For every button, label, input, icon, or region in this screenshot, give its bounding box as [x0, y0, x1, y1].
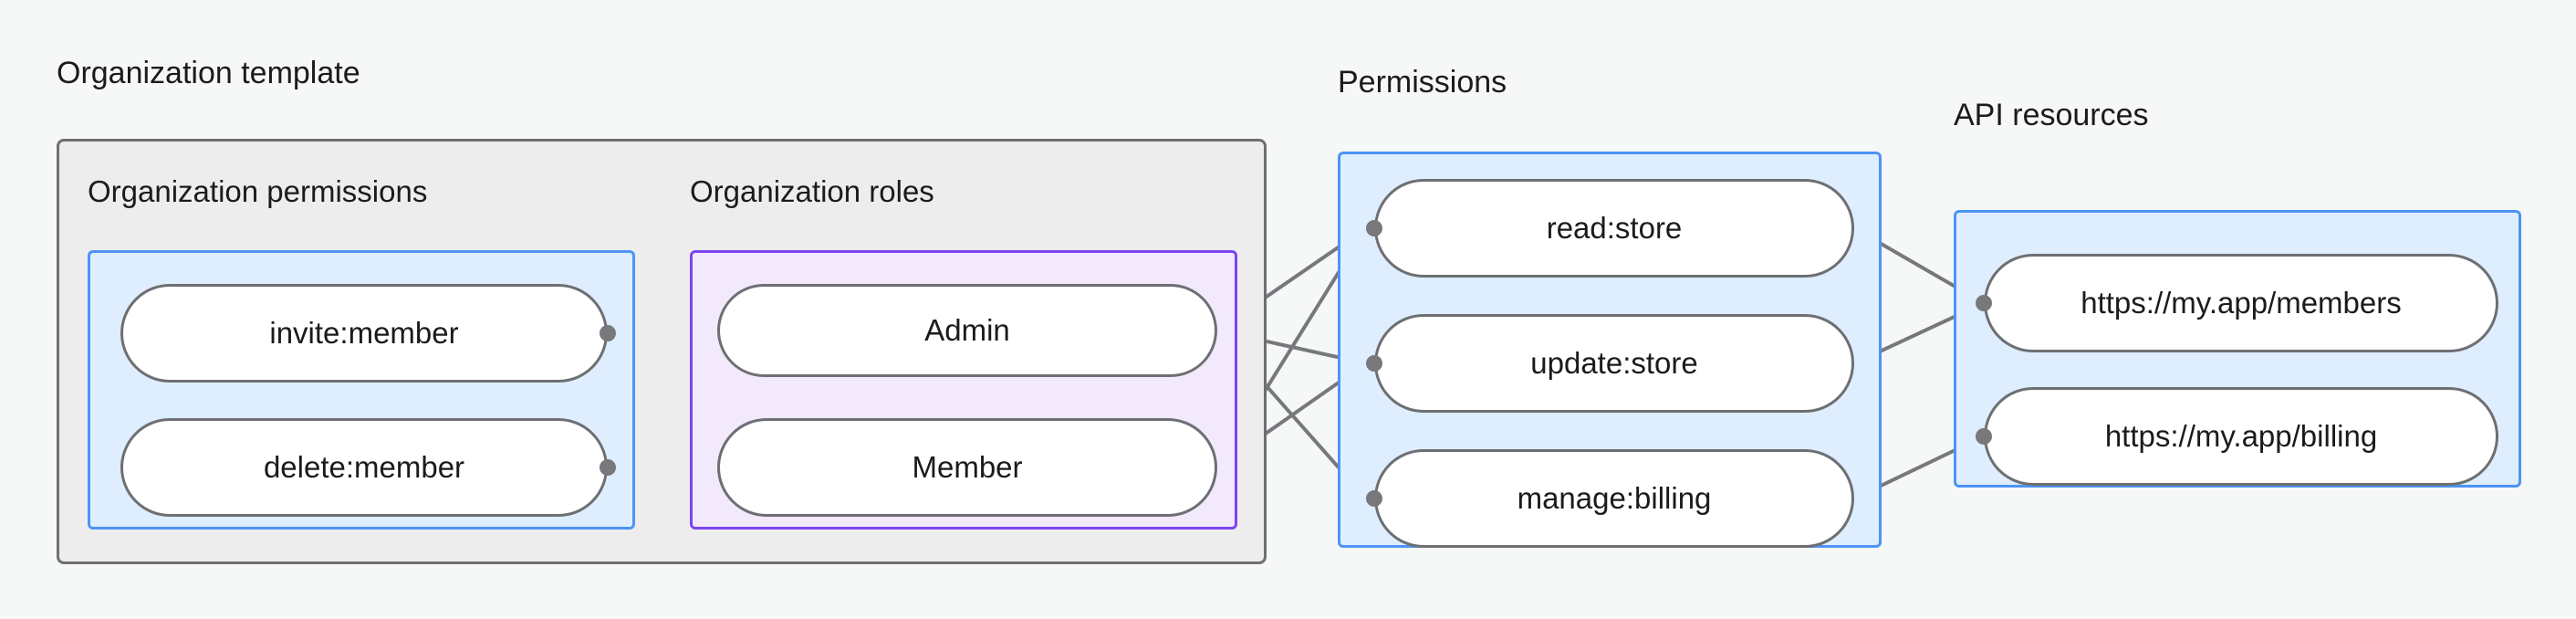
node-label: invite:member	[269, 316, 459, 350]
node-label: read:store	[1546, 211, 1683, 245]
port-members-url-left	[1976, 295, 1992, 311]
node-label: Admin	[924, 313, 1010, 347]
permissions-title: Permissions	[1338, 65, 1507, 100]
org-template-title: Organization template	[57, 56, 360, 90]
node-label: manage:billing	[1517, 481, 1712, 515]
node-admin[interactable]: Admin	[717, 284, 1217, 377]
port-update-store-left	[1366, 355, 1382, 372]
org-roles-title: Organization roles	[690, 174, 934, 208]
node-invite-member[interactable]: invite:member	[120, 284, 608, 383]
node-update-store[interactable]: update:store	[1374, 314, 1854, 413]
port-manage-billing-left	[1366, 490, 1382, 507]
org-permissions-title: Organization permissions	[88, 174, 428, 208]
node-manage-billing[interactable]: manage:billing	[1374, 449, 1854, 548]
port-delete-member-right	[600, 459, 616, 476]
node-label: https://my.app/billing	[2104, 419, 2378, 453]
node-billing-url[interactable]: https://my.app/billing	[1984, 387, 2498, 486]
port-billing-url-left	[1976, 428, 1992, 445]
node-label: update:store	[1530, 346, 1698, 380]
node-delete-member[interactable]: delete:member	[120, 418, 608, 517]
api-resources-title: API resources	[1954, 98, 2149, 132]
port-read-store-left	[1366, 220, 1382, 236]
node-label: delete:member	[263, 450, 465, 484]
node-members-url[interactable]: https://my.app/members	[1984, 254, 2498, 352]
node-label: https://my.app/members	[2081, 286, 2402, 320]
node-member[interactable]: Member	[717, 418, 1217, 517]
port-invite-member-right	[600, 325, 616, 341]
node-label: Member	[912, 450, 1023, 484]
node-read-store[interactable]: read:store	[1374, 179, 1854, 278]
